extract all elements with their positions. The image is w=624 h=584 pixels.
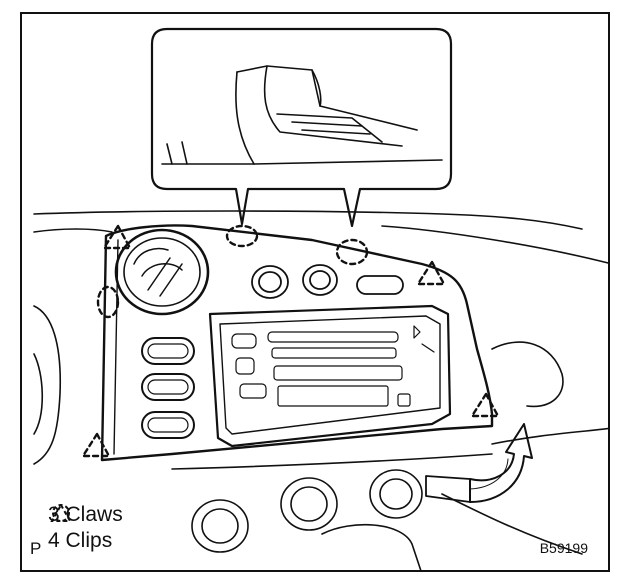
- dashboard-illustration: [33, 27, 608, 570]
- clip-markers: [81, 224, 500, 458]
- figure-frame: 3 Claws 4 Clips P B59199: [20, 12, 610, 572]
- legend: 3 Claws 4 Clips: [48, 502, 123, 554]
- claw-markers: [96, 224, 369, 319]
- claw-marker: [225, 224, 259, 248]
- corner-label: P: [30, 539, 42, 558]
- removal-direction-arrow: [425, 423, 533, 503]
- figure-id: B59199: [539, 540, 588, 556]
- dashboard-background: [33, 210, 608, 555]
- clip-marker: [470, 392, 500, 418]
- control-knobs: [251, 264, 404, 299]
- left-switch-buttons: [141, 337, 195, 439]
- round-air-vent: [114, 228, 210, 316]
- clip-marker: [416, 260, 446, 286]
- center-panel: [100, 224, 494, 462]
- claw-detail-drawing: [161, 65, 443, 165]
- lower-vents: [191, 469, 423, 570]
- clip-marker: [102, 224, 132, 250]
- claw-marker: [335, 238, 369, 266]
- audio-unit: [208, 304, 452, 448]
- clip-marker: [81, 432, 111, 458]
- detail-callout: [150, 27, 453, 228]
- legend-clips: 4 Clips: [48, 502, 123, 554]
- clip-symbol-icon: [50, 502, 72, 522]
- legend-clips-label: 4 Clips: [48, 529, 113, 552]
- claw-marker: [96, 285, 120, 319]
